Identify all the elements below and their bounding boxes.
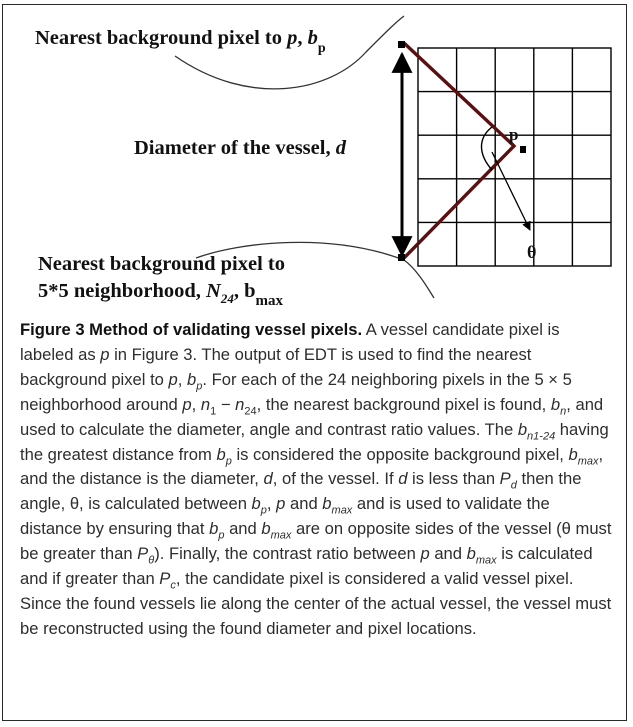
bp-marker — [398, 41, 405, 48]
vessel-bottom-boundary — [195, 241, 435, 299]
label-nearest-bp: Nearest background pixel to p, bp — [35, 27, 326, 56]
label-theta: θ — [527, 242, 536, 262]
theta-arc — [480, 126, 493, 171]
label-nearest-bmax-line1: Nearest background pixel to — [38, 253, 285, 275]
vessel-diagram: Nearest background pixel to p, bp Diamet… — [35, 15, 612, 309]
figure-frame — [2, 4, 627, 721]
figure-title: Figure 3 Method of validating vessel pix… — [20, 320, 363, 339]
pixel-p-marker — [520, 146, 526, 153]
figure-caption: Figure 3 Method of validating vessel pix… — [20, 320, 612, 638]
bp-p-bmax-path — [402, 41, 517, 260]
label-nearest-bmax-line2: 5*5 neighborhood, N24, bmax — [38, 280, 283, 309]
theta-pointer-arrow — [491, 151, 531, 231]
pixel-grid — [417, 47, 612, 267]
vessel-top-boundary — [174, 15, 405, 90]
label-diameter: Diameter of the vessel, d — [134, 137, 347, 159]
bmax-marker — [398, 254, 405, 261]
label-pixel-p: p — [509, 125, 518, 144]
